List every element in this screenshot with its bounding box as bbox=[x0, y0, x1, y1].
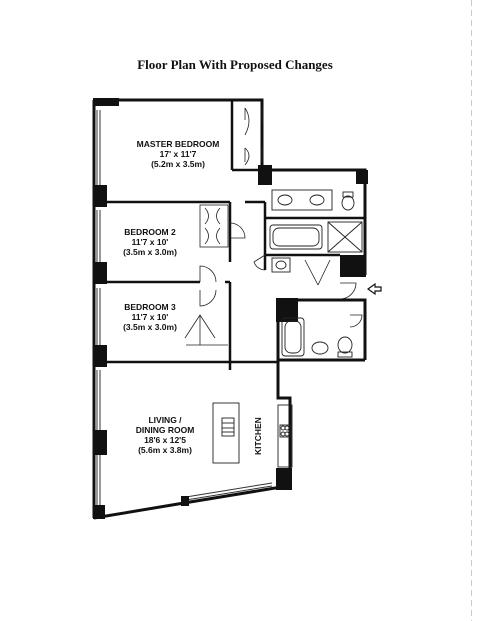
bathtub-icon bbox=[281, 317, 305, 357]
living-room-label: LIVING / DINING ROOM 18'6 x 12'5 (5.6m x… bbox=[136, 415, 195, 455]
bedroom-3-dims-ft: 11'7 x 10' bbox=[132, 312, 169, 322]
living-room-name-1: LIVING / bbox=[148, 415, 182, 425]
bedroom-2-dims-m: (3.5m x 3.0m) bbox=[123, 247, 177, 257]
kitchen-island bbox=[212, 402, 240, 464]
stove-icon bbox=[279, 424, 291, 438]
bedroom-2-name: BEDROOM 2 bbox=[124, 227, 176, 237]
shower-icon bbox=[327, 221, 363, 253]
bedroom-3-label: BEDROOM 3 11'7 x 10' (3.5m x 3.0m) bbox=[123, 302, 177, 332]
living-room-dims-m: (5.6m x 3.8m) bbox=[138, 445, 192, 455]
sink-icon bbox=[277, 194, 293, 206]
vanity bbox=[271, 189, 333, 211]
kitchen-label: KITCHEN bbox=[253, 417, 263, 455]
closet-icon bbox=[184, 107, 263, 346]
kitchen-counter bbox=[277, 404, 293, 468]
master-bedroom-name: MASTER BEDROOM bbox=[137, 139, 220, 149]
toilet-icon bbox=[341, 195, 355, 211]
living-room-name-2: DINING ROOM bbox=[136, 425, 195, 435]
sink-icon bbox=[311, 341, 329, 355]
master-bedroom-dims-ft: 17' x 11'7 bbox=[160, 149, 197, 159]
bedroom-2-dims-ft: 11'7 x 10' bbox=[132, 237, 169, 247]
bedroom-3-name: BEDROOM 3 bbox=[124, 302, 176, 312]
master-bedroom-dims-m: (5.2m x 3.5m) bbox=[151, 159, 205, 169]
bathtub-icon bbox=[269, 224, 323, 250]
interior-walls bbox=[94, 100, 365, 370]
bottom-windows bbox=[185, 482, 273, 501]
scan-edge-line bbox=[471, 0, 472, 621]
entry-arrow-icon bbox=[366, 282, 382, 296]
living-room-dims-ft: 18'6 x 12'5 bbox=[144, 435, 186, 445]
toilet-icon bbox=[337, 336, 353, 354]
bedroom-2-label: BEDROOM 2 11'7 x 10' (3.5m x 3.0m) bbox=[123, 227, 177, 257]
page-title: Floor Plan With Proposed Changes bbox=[137, 57, 333, 72]
door-swing-icon bbox=[199, 222, 363, 328]
bedroom-3-dims-m: (3.5m x 3.0m) bbox=[123, 322, 177, 332]
kitchen-fixtures bbox=[212, 402, 293, 468]
master-bedroom-label: MASTER BEDROOM 17' x 11'7 (5.2m x 3.5m) bbox=[137, 139, 220, 169]
left-windows bbox=[96, 110, 101, 512]
sink-icon bbox=[309, 194, 325, 206]
bath-fixtures bbox=[269, 189, 363, 358]
sink-icon bbox=[271, 257, 291, 273]
